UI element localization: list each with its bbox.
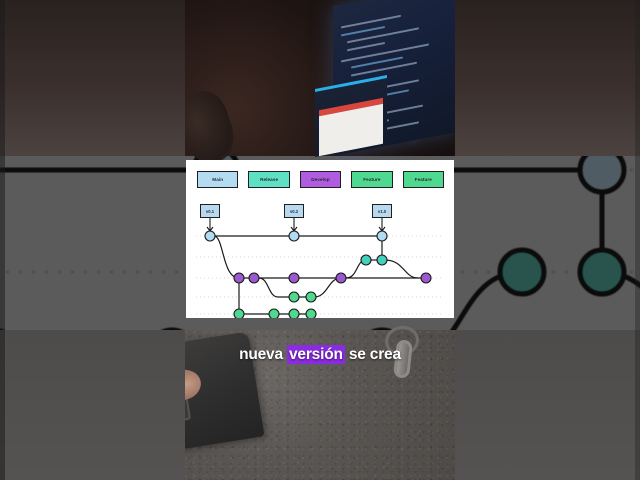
caption-text-before: nueva: [239, 346, 287, 363]
hand-silhouette: [185, 85, 241, 171]
right-edge-strip: [635, 0, 640, 480]
video-bottom-scene-desk: [185, 322, 455, 480]
commit-node-release-2[interactable]: [376, 254, 388, 266]
caption-highlight: versión: [287, 345, 345, 364]
version-tag-label-1: v0.2: [289, 208, 299, 214]
commit-node-feature2-2[interactable]: [268, 308, 280, 318]
legend-item-main[interactable]: Main: [197, 171, 239, 188]
legend-label-feature-2: Feature: [414, 177, 432, 182]
version-tag-v0-1[interactable]: v0.1: [200, 204, 220, 218]
commit-nodes: [204, 230, 432, 318]
commit-node-develop-3[interactable]: [288, 272, 300, 284]
commit-node-feature1-2[interactable]: [305, 291, 317, 303]
tag-arrows: [206, 218, 386, 232]
version-tag-label-2: v1.0: [377, 208, 387, 214]
legend-label-main: Main: [212, 177, 224, 182]
commit-node-main-2[interactable]: [288, 230, 300, 242]
lane-gridlines: [196, 235, 444, 315]
video-top-scene-dark-room: [185, 0, 455, 171]
version-tag-v0-2[interactable]: v0.2: [284, 204, 304, 218]
commit-node-develop-5[interactable]: [420, 272, 432, 284]
caption-text-after: se crea: [344, 346, 401, 363]
commit-node-feature2-3[interactable]: [288, 308, 300, 318]
subtitle-caption: nueva versión se crea: [185, 345, 455, 364]
branch-graph-plot: [186, 200, 454, 318]
legend-label-release: Release: [260, 177, 279, 182]
legend-item-feature-2[interactable]: Feature: [402, 171, 445, 188]
commit-node-develop-4[interactable]: [335, 272, 347, 284]
commit-node-main-1[interactable]: [204, 230, 216, 242]
secondary-monitor-browser: [315, 75, 387, 157]
commit-node-develop-1[interactable]: [233, 272, 245, 284]
legend-item-feature-1[interactable]: Feature: [351, 171, 393, 188]
version-tag-v1-0[interactable]: v1.0: [372, 204, 392, 218]
commit-node-feature1-1[interactable]: [288, 291, 300, 303]
legend-label-feature-1: Feature: [363, 177, 381, 182]
git-branching-diagram: Main Release Develop Feature Feature: [186, 160, 454, 318]
commit-node-feature2-4[interactable]: [305, 308, 317, 318]
branch-legend: Main Release Develop Feature Feature: [197, 171, 445, 188]
legend-label-develop: Develop: [311, 177, 330, 182]
left-edge-strip: [0, 0, 5, 480]
version-tag-label-0: v0.1: [205, 208, 215, 214]
branch-graph-svg: [196, 218, 444, 318]
commit-node-feature2-1[interactable]: [233, 308, 245, 318]
legend-item-release[interactable]: Release: [248, 171, 290, 188]
commit-node-release-1[interactable]: [360, 254, 372, 266]
commit-node-develop-2[interactable]: [248, 272, 260, 284]
legend-item-develop[interactable]: Develop: [299, 171, 342, 188]
video-column: [185, 0, 455, 480]
commit-node-main-3[interactable]: [376, 230, 388, 242]
